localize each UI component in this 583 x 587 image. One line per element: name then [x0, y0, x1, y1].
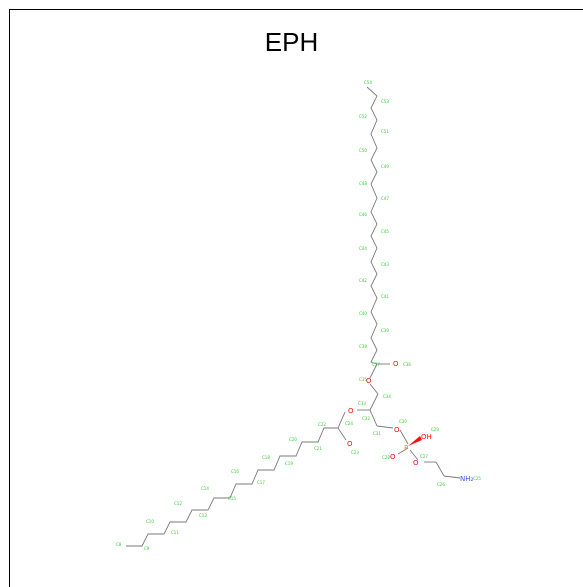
atom-label: C34 [383, 394, 391, 399]
atom-label: C9 [144, 546, 150, 551]
phosphorus-label: P [404, 444, 408, 452]
atom-label: C11 [171, 530, 179, 535]
atom-label: C10 [146, 519, 154, 524]
atom-label: C22 [318, 422, 326, 427]
phosphate-oxygen: O [394, 426, 400, 434]
atom-label: C53 [381, 99, 389, 104]
atom-label: C28 [382, 455, 390, 460]
atom-label: C46 [359, 212, 367, 217]
atom-label: C30 [399, 419, 407, 424]
atom-label: C52 [359, 114, 367, 119]
atom-label: C17 [257, 480, 265, 485]
atom-label: C43 [381, 262, 389, 267]
atom-label: C49 [381, 164, 389, 169]
atom-label: C32 [362, 416, 370, 421]
glycerol-bond [369, 383, 379, 395]
ethanolamine-bond [435, 461, 445, 477]
atom-label: C20 [289, 437, 297, 442]
atom-label: C40 [359, 311, 367, 316]
phosphate-oxygen: O [390, 453, 396, 461]
atom-label: C38 [359, 344, 367, 349]
amine-label: NH₂ [460, 475, 474, 483]
molecule-title: EPH [264, 27, 319, 57]
atom-label: C19 [285, 461, 293, 466]
atom-label: C35 [359, 377, 367, 382]
atom-label: C47 [381, 196, 389, 201]
lower-chain [126, 411, 346, 547]
phosphate-oxygen: O [413, 459, 419, 467]
atom-label: C23 [351, 450, 359, 455]
atom-label: C16 [231, 469, 239, 474]
diagram-frame [9, 9, 583, 587]
ethanolamine-bond [443, 475, 461, 479]
carbon-bonds [126, 86, 461, 547]
glycerol-bond [376, 425, 394, 429]
atom-label: C51 [381, 129, 389, 134]
atom-label: C13 [199, 513, 207, 518]
atom-label: C45 [381, 229, 389, 234]
phosphate-bond [409, 449, 419, 461]
atom-label: C8 [116, 542, 122, 547]
atom-label: C33 [358, 401, 366, 406]
phosphate-bond [397, 447, 409, 455]
atom-label: C21 [314, 446, 322, 451]
atom-label: C24 [345, 421, 353, 426]
ester-oxygen: O [348, 407, 354, 415]
oh-wedge-bond [408, 436, 422, 446]
atom-label: C39 [381, 328, 389, 333]
upper-chain [366, 86, 378, 365]
carbon-atom-labels: C54 C53 C52 C51 C50 C49 C48 C47 C46 C45 … [116, 80, 481, 551]
ester-oxygen: O [366, 377, 372, 385]
atom-label: C12 [174, 501, 182, 506]
phosphate-bond [399, 429, 409, 445]
atom-label: C36 [403, 362, 411, 367]
atom-label: C14 [201, 486, 209, 491]
atom-label: C50 [359, 148, 367, 153]
lower-carbonyl [337, 427, 347, 441]
atom-label: C25 [473, 476, 481, 481]
atom-label: C29 [431, 427, 439, 432]
glycerol-bond [369, 393, 379, 411]
carbonyl-oxygen: O [347, 440, 353, 448]
atom-label: C15 [228, 496, 236, 501]
atom-label: C54 [364, 80, 372, 85]
glycerol-bond [369, 409, 378, 427]
atom-label: C18 [262, 455, 270, 460]
hydroxyl-label: OH [421, 433, 432, 441]
atom-label: C41 [381, 294, 389, 299]
atom-label: C31 [373, 431, 381, 436]
carbonyl-oxygen: O [393, 360, 399, 368]
atom-label: C48 [359, 181, 367, 186]
atom-label: C42 [359, 278, 367, 283]
heteroatom-labels: O O O O O O O OH P NH₂ [347, 360, 474, 483]
atom-label: C44 [359, 246, 367, 251]
upper-ester-bond [369, 363, 378, 379]
atom-label: C26 [437, 482, 445, 487]
atom-label: C27 [420, 454, 428, 459]
atom-label: C37 [372, 362, 380, 367]
